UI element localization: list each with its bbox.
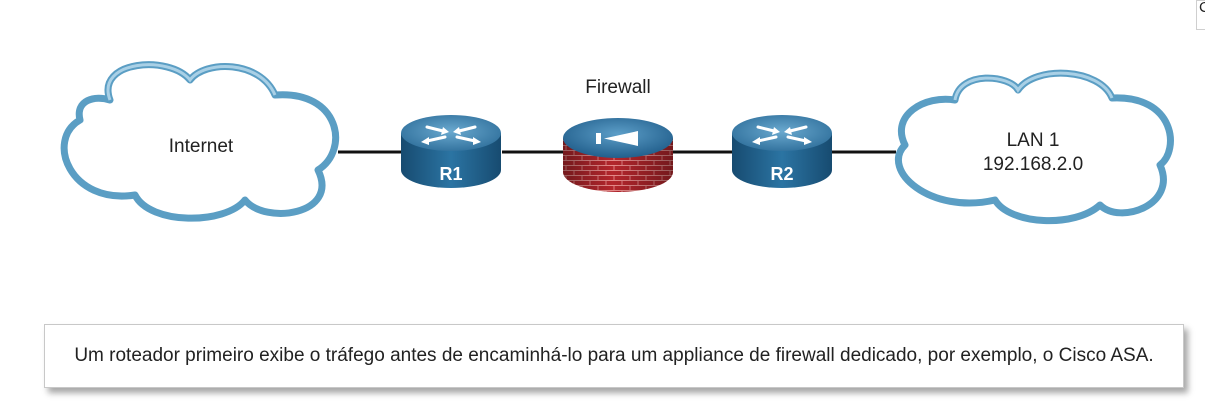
caption-text: Um roteador primeiro exibe o tráfego ant… xyxy=(74,345,1154,366)
lan-label-network: 192.168.2.0 xyxy=(983,154,1083,175)
firewall-icon xyxy=(596,131,638,146)
edge-tab-label: C xyxy=(1199,1,1205,16)
internet-label: Internet xyxy=(169,136,234,157)
r1-label: R1 xyxy=(439,164,462,184)
firewall: Firewall xyxy=(563,77,673,192)
router-arrows-icon xyxy=(421,125,481,145)
r2-label: R2 xyxy=(770,164,793,184)
caption-box: Um roteador primeiro exibe o tráfego ant… xyxy=(44,324,1184,388)
lan-label-name: LAN 1 xyxy=(1007,130,1060,151)
router-r2: R2 xyxy=(732,115,832,188)
router-r1: R1 xyxy=(401,115,501,188)
firewall-label: Firewall xyxy=(585,77,650,98)
router-arrows-icon xyxy=(752,125,812,145)
internet-cloud: Internet xyxy=(60,61,340,222)
edge-tab[interactable]: C xyxy=(1196,0,1205,30)
lan-cloud: LAN 1 192.168.2.0 xyxy=(895,69,1174,224)
